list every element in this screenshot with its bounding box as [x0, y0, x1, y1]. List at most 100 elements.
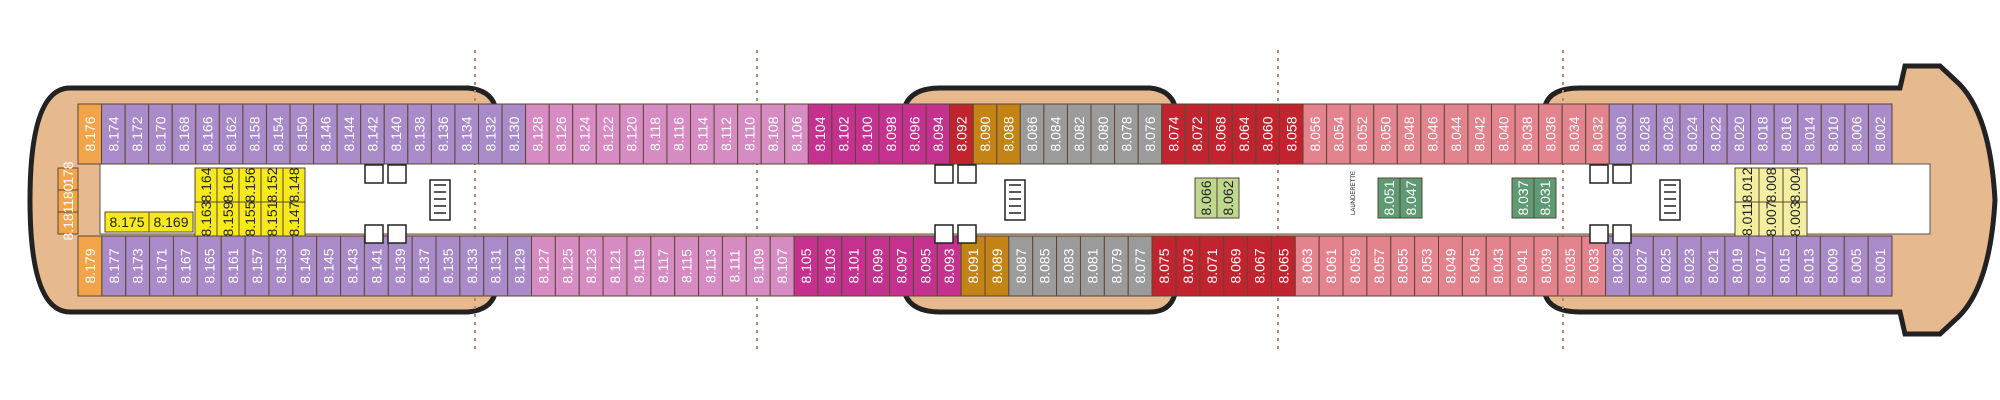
cabin-8-080[interactable]: 8.080	[1090, 103, 1116, 165]
cabin-8-153[interactable]: 8.153	[268, 235, 294, 297]
cabin-8-094[interactable]: 8.094	[925, 103, 951, 165]
cabin-8-005[interactable]: 8.005	[1843, 235, 1869, 297]
cabin-8-135[interactable]: 8.135	[435, 235, 461, 297]
cabin-8-173[interactable]: 8.173	[125, 235, 151, 297]
cabin-8-152[interactable]: 8.152	[260, 167, 284, 203]
cabin-8-038[interactable]: 8.038	[1514, 103, 1540, 165]
cabin-8-087[interactable]: 8.087	[1008, 235, 1034, 297]
cabin-8-048[interactable]: 8.048	[1396, 103, 1422, 165]
cabin-8-001[interactable]: 8.001	[1867, 235, 1893, 297]
cabin-8-055[interactable]: 8.055	[1390, 235, 1416, 297]
cabin-8-059[interactable]: 8.059	[1342, 235, 1368, 297]
cabin-8-163[interactable]: 8.163	[194, 201, 218, 237]
cabin-8-137[interactable]: 8.137	[411, 235, 437, 297]
cabin-8-010[interactable]: 8.010	[1820, 103, 1846, 165]
cabin-8-068[interactable]: 8.068	[1208, 103, 1233, 165]
cabin-8-136[interactable]: 8.136	[430, 103, 456, 165]
cabin-8-142[interactable]: 8.142	[360, 103, 385, 165]
cabin-8-110[interactable]: 8.110	[737, 103, 762, 165]
cabin-8-165[interactable]: 8.165	[196, 235, 222, 297]
cabin-8-076[interactable]: 8.076	[1137, 103, 1163, 165]
cabin-8-074[interactable]: 8.074	[1161, 103, 1186, 165]
cabin-8-098[interactable]: 8.098	[878, 103, 904, 165]
cabin-8-148[interactable]: 8.148	[282, 167, 306, 203]
cabin-8-071[interactable]: 8.071	[1199, 235, 1225, 297]
cabin-8-045[interactable]: 8.045	[1461, 235, 1487, 297]
cabin-8-007[interactable]: 8.007	[1758, 201, 1784, 237]
cabin-8-124[interactable]: 8.124	[572, 103, 597, 165]
cabin-8-171[interactable]: 8.171	[149, 235, 174, 297]
cabin-8-166[interactable]: 8.166	[195, 103, 220, 165]
cabin-8-160[interactable]: 8.160	[216, 167, 240, 203]
cabin-8-053[interactable]: 8.053	[1414, 235, 1440, 297]
cabin-8-065[interactable]: 8.065	[1270, 235, 1296, 297]
cabin-8-181[interactable]: 8.181	[57, 205, 79, 241]
cabin-8-176[interactable]: 8.176	[77, 103, 103, 165]
cabin-8-030[interactable]: 8.030	[1608, 103, 1634, 165]
cabin-8-069[interactable]: 8.069	[1223, 235, 1249, 297]
cabin-8-018[interactable]: 8.018	[1750, 103, 1775, 165]
cabin-8-097[interactable]: 8.097	[889, 235, 914, 297]
cabin-8-028[interactable]: 8.028	[1632, 103, 1657, 165]
cabin-8-063[interactable]: 8.063	[1294, 235, 1320, 297]
cabin-8-086[interactable]: 8.086	[1019, 103, 1045, 165]
cabin-8-113[interactable]: 8.113	[698, 235, 723, 297]
cabin-8-051[interactable]: 8.051	[1377, 177, 1401, 219]
cabin-8-127[interactable]: 8.127	[531, 235, 556, 297]
cabin-8-168[interactable]: 8.168	[171, 103, 197, 165]
cabin-8-178[interactable]: 8.178	[57, 161, 79, 197]
cabin-8-143[interactable]: 8.143	[340, 235, 365, 297]
cabin-8-115[interactable]: 8.115	[674, 235, 700, 297]
cabin-8-112[interactable]: 8.112	[713, 103, 739, 165]
cabin-8-170[interactable]: 8.170	[148, 103, 173, 165]
cabin-8-049[interactable]: 8.049	[1438, 235, 1463, 297]
cabin-8-023[interactable]: 8.023	[1676, 235, 1702, 297]
cabin-8-155[interactable]: 8.155	[238, 201, 262, 237]
cabin-8-088[interactable]: 8.088	[996, 103, 1021, 165]
cabin-8-050[interactable]: 8.050	[1373, 103, 1398, 165]
cabin-8-134[interactable]: 8.134	[454, 103, 479, 165]
cabin-8-147[interactable]: 8.147	[282, 201, 306, 237]
cabin-8-123[interactable]: 8.123	[578, 235, 604, 297]
cabin-8-104[interactable]: 8.104	[807, 103, 833, 165]
cabin-8-082[interactable]: 8.082	[1066, 103, 1092, 165]
cabin-8-002[interactable]: 8.002	[1867, 103, 1893, 165]
cabin-8-164[interactable]: 8.164	[194, 167, 218, 203]
cabin-8-016[interactable]: 8.016	[1773, 103, 1799, 165]
cabin-8-057[interactable]: 8.057	[1366, 235, 1392, 297]
cabin-8-046[interactable]: 8.046	[1420, 103, 1445, 165]
cabin-8-008[interactable]: 8.008	[1758, 167, 1784, 203]
cabin-8-054[interactable]: 8.054	[1326, 103, 1351, 165]
cabin-8-091[interactable]: 8.091	[960, 235, 986, 297]
cabin-8-141[interactable]: 8.141	[363, 235, 389, 297]
cabin-8-145[interactable]: 8.145	[316, 235, 342, 297]
cabin-8-119[interactable]: 8.119	[626, 235, 652, 297]
cabin-8-043[interactable]: 8.043	[1485, 235, 1511, 297]
cabin-8-103[interactable]: 8.103	[817, 235, 843, 297]
cabin-8-026[interactable]: 8.026	[1655, 103, 1681, 165]
cabin-8-151[interactable]: 8.151	[260, 201, 284, 237]
cabin-8-040[interactable]: 8.040	[1491, 103, 1516, 165]
cabin-8-180[interactable]: 8.180	[57, 183, 79, 219]
cabin-8-081[interactable]: 8.081	[1079, 235, 1105, 297]
cabin-8-149[interactable]: 8.149	[292, 235, 318, 297]
cabin-8-109[interactable]: 8.109	[745, 235, 771, 297]
cabin-8-128[interactable]: 8.128	[525, 103, 550, 165]
cabin-8-073[interactable]: 8.073	[1175, 235, 1201, 297]
cabin-8-161[interactable]: 8.161	[220, 235, 246, 297]
cabin-8-159[interactable]: 8.159	[216, 201, 240, 237]
cabin-8-146[interactable]: 8.146	[313, 103, 338, 165]
cabin-8-117[interactable]: 8.117	[650, 235, 676, 297]
cabin-8-100[interactable]: 8.100	[854, 103, 880, 165]
cabin-8-167[interactable]: 8.167	[172, 235, 198, 297]
cabin-8-075[interactable]: 8.075	[1151, 235, 1177, 297]
cabin-8-122[interactable]: 8.122	[595, 103, 621, 165]
cabin-8-047[interactable]: 8.047	[1399, 177, 1423, 219]
cabin-8-012[interactable]: 8.012	[1734, 167, 1760, 203]
cabin-8-116[interactable]: 8.116	[666, 103, 692, 165]
cabin-8-020[interactable]: 8.020	[1726, 103, 1752, 165]
cabin-8-172[interactable]: 8.172	[124, 103, 150, 165]
cabin-8-084[interactable]: 8.084	[1043, 103, 1068, 165]
cabin-8-006[interactable]: 8.006	[1844, 103, 1869, 165]
cabin-8-089[interactable]: 8.089	[984, 235, 1010, 297]
